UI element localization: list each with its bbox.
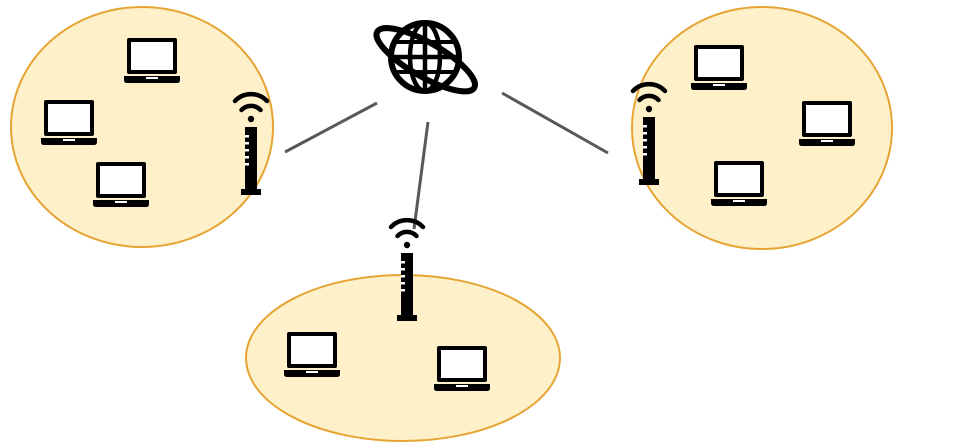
network-link-bottom <box>412 121 430 230</box>
network-link-left <box>284 101 378 154</box>
laptop-icon <box>711 161 767 206</box>
laptop-icon <box>799 101 855 146</box>
wireless-cell-right <box>631 6 893 250</box>
laptop-icon <box>434 346 490 391</box>
wireless-cell-left <box>10 6 274 248</box>
laptop-icon <box>41 100 97 145</box>
laptop-icon <box>284 332 340 377</box>
network-link-right <box>501 91 609 155</box>
laptop-icon <box>691 45 747 90</box>
globe-icon <box>373 20 478 95</box>
laptop-icon <box>124 38 180 83</box>
laptop-icon <box>93 162 149 207</box>
